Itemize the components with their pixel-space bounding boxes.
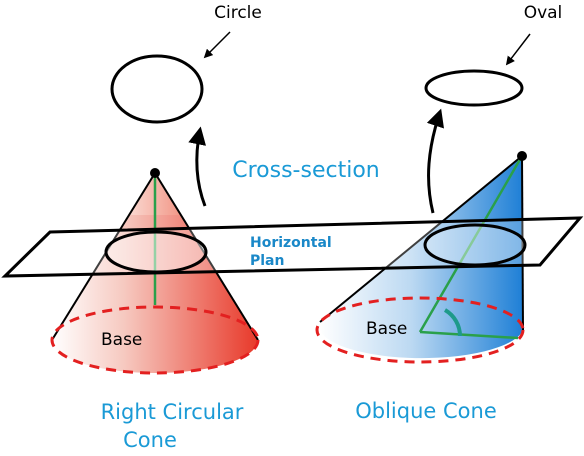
oval-label: Oval (524, 3, 563, 23)
circle-pointer-arrow (203, 31, 231, 59)
oblique-cone-body (319, 156, 523, 359)
oval-pointer-arrow (505, 33, 531, 66)
plane-label-line1: Horizontal (250, 235, 332, 251)
oval-shape (424, 69, 524, 107)
right-cone-up-arrow (188, 126, 207, 207)
base-label-right: Base (366, 319, 407, 339)
oblique-cone-base-radius (419, 330, 519, 340)
right-cone-title-line1: Right Circular (101, 400, 244, 424)
oblique-cone (315, 151, 527, 364)
oblique-cone-right-edge (521, 155, 524, 331)
cross-section-label: Cross-section (232, 158, 379, 183)
oblique-cone-cross-section-ellipse (423, 223, 527, 267)
right-cone-left-edge (51, 172, 156, 341)
oblique-cone-angle-arc (443, 308, 463, 337)
oblique-cone-slant-line (418, 155, 524, 333)
oblique-cone-up-arrow (426, 108, 444, 214)
right-cone-title-line2: Cone (123, 428, 177, 452)
circle-label: Circle (214, 3, 262, 23)
right-cone-base (50, 305, 260, 375)
right-cone-apex-dot (150, 168, 160, 178)
right-cone-cross-section-ellipse (104, 230, 208, 274)
oblique-cone-left-edge (319, 155, 523, 323)
base-label-left: Base (101, 330, 142, 350)
oblique-cone-base (315, 296, 525, 364)
plane-label-line2: Plan (250, 253, 284, 269)
horizontal-plane (1, 216, 584, 278)
oblique-cone-title: Oblique Cone (355, 399, 497, 423)
circle-shape (110, 54, 204, 124)
oblique-cone-apex-dot (517, 151, 527, 161)
